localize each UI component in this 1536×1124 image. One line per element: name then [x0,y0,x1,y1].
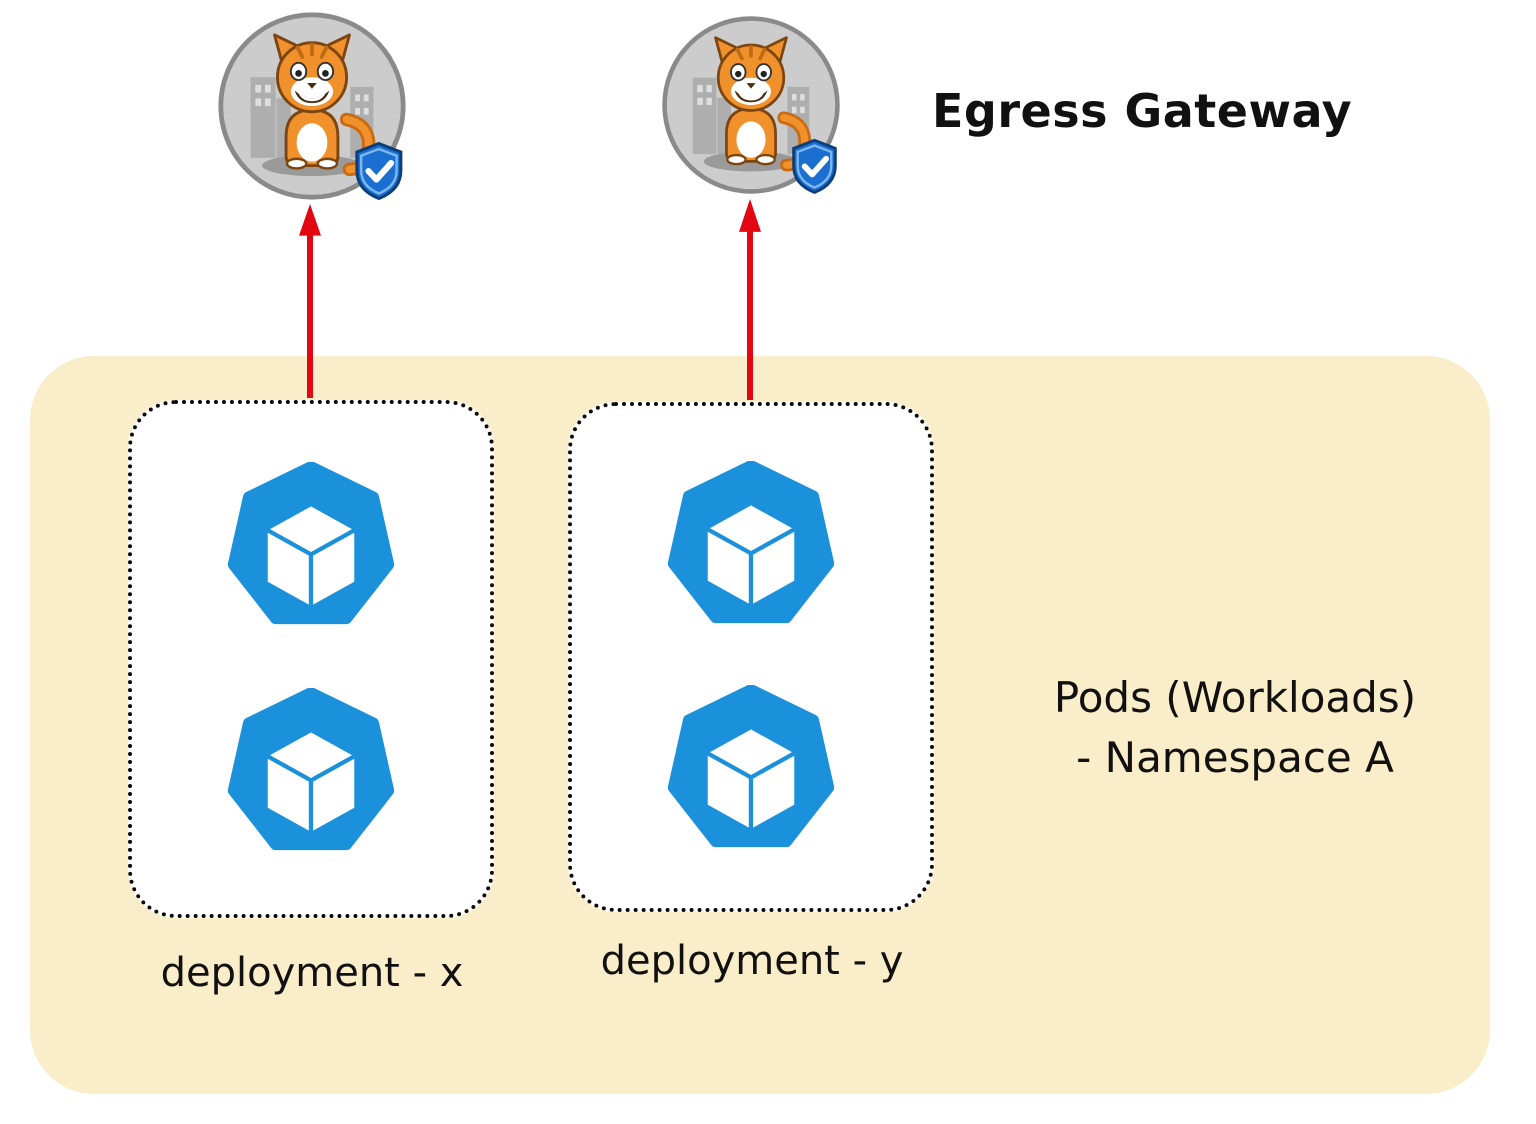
deployment-y-label: deployment - y [600,938,904,984]
namespace-label-line1: Pods (Workloads) [1053,673,1417,722]
kubernetes-pod-icon [227,688,395,856]
egress-gateway-title: Egress Gateway [932,84,1353,138]
red-up-arrow-icon [292,202,328,400]
arrow-deployment-y-to-gateway [732,197,768,402]
egress-gateway-2 [660,14,842,196]
kubernetes-pod-icon [227,462,395,630]
arrow-deployment-x-to-gateway [292,202,328,400]
deployment-x-box [128,400,494,918]
shield-check-icon [789,136,840,198]
egress-gateway-1 [216,10,408,202]
namespace-label: Pods (Workloads) - Namespace A [995,668,1475,787]
shield-check-icon [352,139,406,204]
kubernetes-pod-icon [667,685,835,853]
red-up-arrow-icon [732,197,768,402]
kubernetes-pod-icon [667,461,835,629]
namespace-label-line2: - Namespace A [1076,732,1394,782]
deployment-x-label: deployment - x [160,950,464,996]
deployment-y-box [568,402,934,912]
